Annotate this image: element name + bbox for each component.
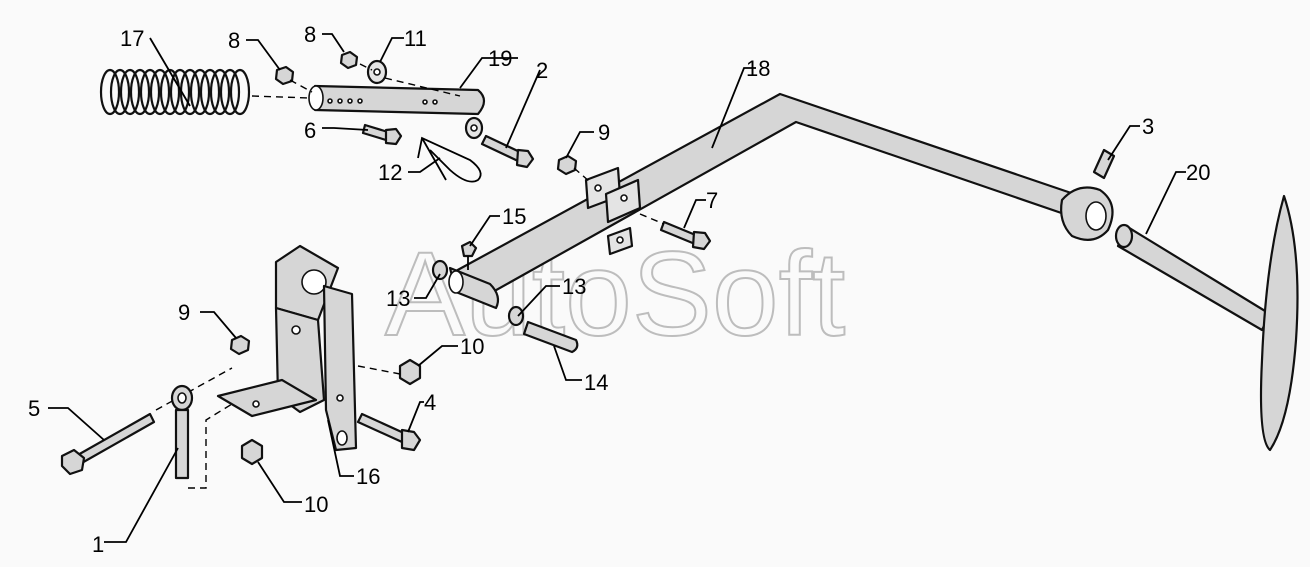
part-12-clip [417, 136, 482, 183]
callout-4: 4 [424, 390, 436, 415]
callout-14: 14 [584, 370, 608, 395]
callout-8-right: 8 [304, 22, 316, 47]
callout-10-bottom: 10 [304, 492, 328, 517]
callout-10-right: 10 [460, 334, 484, 359]
part-13-nut-right [507, 305, 525, 327]
part-10-nut-right [398, 358, 422, 386]
part-lever-plates [584, 166, 642, 256]
callout-5: 5 [28, 396, 40, 421]
callout-3: 3 [1142, 114, 1154, 139]
part-14-pin [522, 320, 579, 354]
part-16-spring [99, 68, 251, 116]
callout-13-right: 13 [562, 274, 586, 299]
part-9-nut-top [556, 154, 578, 176]
part-13-nut-left [431, 259, 449, 281]
part-11-washer [366, 59, 388, 85]
callout-13-left: 13 [386, 286, 410, 311]
part-8-nut-left [274, 65, 295, 86]
part-20-shaft-disc [1114, 194, 1299, 452]
callout-12: 12 [378, 160, 402, 185]
callout-numbers: 17 8 8 11 19 2 6 12 18 3 20 9 7 15 13 13… [28, 22, 1210, 557]
part-8-nut-right [339, 50, 359, 70]
part-19-bracket [216, 244, 358, 452]
callout-9-top: 9 [598, 120, 610, 145]
part-9-nut-bottom [229, 334, 251, 356]
part-7-bolt [659, 220, 712, 251]
part-10-nut-bottom [240, 438, 264, 466]
callout-1: 1 [92, 532, 104, 557]
part-2-bolt [480, 134, 535, 169]
part-4-bolt [356, 412, 422, 452]
callout-18: 19 [488, 46, 512, 71]
part-15-grease-fitting [460, 240, 478, 270]
part-6-bolt [361, 123, 403, 146]
part-18-tube [308, 84, 486, 116]
callout-2: 2 [536, 58, 548, 83]
callout-16: 17 [120, 26, 144, 51]
callout-17: 18 [746, 56, 770, 81]
callout-7: 7 [706, 188, 718, 213]
part-5-bolt [60, 412, 156, 476]
callout-6: 6 [304, 118, 316, 143]
part-washer-lower [464, 116, 484, 140]
part-17-lever [448, 92, 1114, 310]
callout-8-left: 8 [228, 28, 240, 53]
callout-11: 11 [404, 26, 427, 51]
callout-9-bottom: 9 [178, 300, 190, 325]
callout-15: 15 [502, 204, 526, 229]
part-1-eye-bolt [170, 384, 194, 480]
callout-19: 16 [356, 464, 380, 489]
leader-lines [48, 33, 1186, 543]
callout-20: 20 [1186, 160, 1210, 185]
